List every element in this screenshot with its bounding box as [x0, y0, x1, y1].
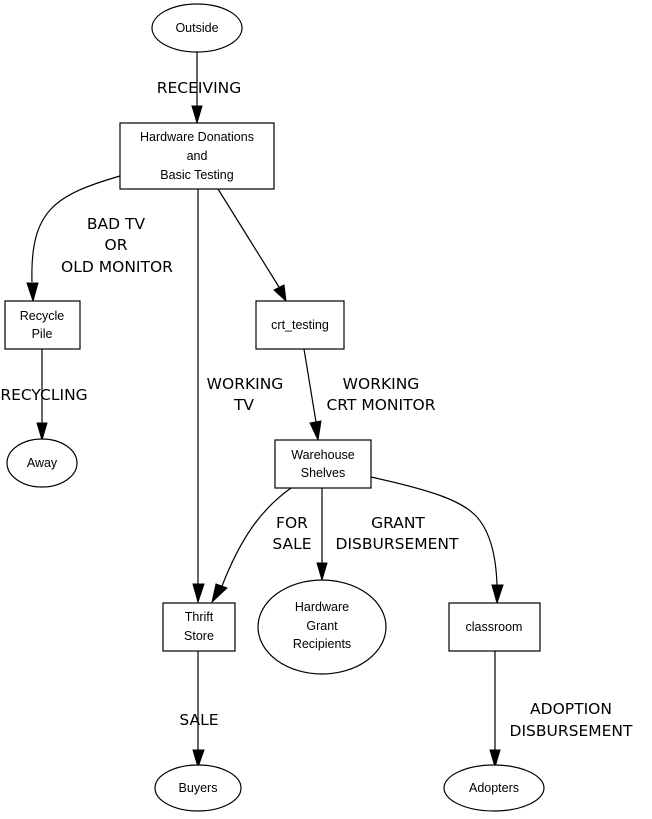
arrowhead	[491, 584, 504, 605]
edge-label-receiving: RECEIVING	[157, 79, 242, 97]
arrowhead	[192, 583, 205, 604]
arrowhead	[36, 422, 48, 442]
node-label: classroom	[466, 620, 523, 634]
edge-grant-disbursement	[316, 488, 328, 582]
node-classroom: classroom	[448, 602, 541, 652]
node-label-line2: Grant	[306, 619, 338, 633]
node-label: Buyers	[179, 781, 218, 795]
edge-sale	[192, 651, 205, 769]
node-hardware-grant-recipients: Hardware Grant Recipients	[257, 579, 387, 675]
edge-label-bad-tv-line1: BAD TV	[87, 215, 146, 233]
node-crt-testing: crt_testing	[255, 300, 345, 350]
node-label-line1: Warehouse	[291, 448, 355, 462]
node-adopters: Adopters	[443, 764, 545, 812]
arrowhead	[191, 105, 203, 125]
edge-label-bad-tv-line2: OR	[105, 236, 128, 254]
node-label-line1: Recycle	[20, 309, 65, 323]
edge-for-sale	[211, 487, 292, 604]
node-label: Outside	[175, 21, 218, 35]
node-label-line3: Recipients	[293, 637, 351, 651]
node-label-line1: Hardware Donations	[140, 130, 254, 144]
arrowhead	[192, 749, 205, 769]
edge-label-adoption-line2: DISBURSEMENT	[510, 722, 633, 740]
node-buyers: Buyers	[154, 764, 242, 812]
node-label: Adopters	[469, 781, 519, 795]
arrowhead	[273, 284, 287, 303]
edge-to-crt-testing	[217, 188, 287, 303]
node-label-line2: Store	[184, 629, 214, 643]
edge-label-recycling: RECYCLING	[0, 386, 87, 404]
node-label-line2: Shelves	[301, 466, 345, 480]
node-warehouse-shelves: Warehouse Shelves	[274, 439, 372, 489]
node-hardware-donations: Hardware Donations and Basic Testing	[119, 122, 275, 190]
edge-label-adoption-line1: ADOPTION	[530, 700, 612, 718]
edge-label-for-sale-line1: FOR	[276, 514, 308, 532]
node-outside: Outside	[151, 3, 243, 53]
node-label-line3: Basic Testing	[160, 168, 233, 182]
arrowhead	[26, 282, 39, 303]
node-away: Away	[6, 438, 78, 488]
node-thrift-store: Thrift Store	[162, 602, 236, 652]
node-label-line1: Thrift	[185, 610, 214, 624]
edge-label-for-sale-line2: SALE	[272, 535, 311, 553]
edge-label-sale: SALE	[179, 711, 218, 729]
arrowhead	[309, 420, 322, 442]
node-recycle-pile: Recycle Pile	[4, 300, 81, 350]
arrowhead	[316, 562, 328, 582]
node-label-line2: Pile	[32, 327, 53, 341]
edge-label-grant-line2: DISBURSEMENT	[336, 535, 459, 553]
edge-label-working-crt-line2: CRT MONITOR	[326, 396, 435, 414]
edge-label-bad-tv-line3: OLD MONITOR	[61, 258, 173, 276]
edge-working-tv	[192, 189, 205, 604]
edge-label-working-tv-line1: WORKING	[207, 375, 284, 393]
edge-label-grant-line1: GRANT	[371, 514, 425, 532]
node-label-line1: Hardware	[295, 600, 349, 614]
node-label: crt_testing	[271, 318, 329, 332]
edge-to-classroom	[370, 476, 504, 605]
edge-receiving	[191, 52, 203, 125]
arrowhead	[211, 583, 228, 604]
edge-label-working-tv-line2: TV	[233, 396, 254, 414]
edge-working-crt	[303, 348, 322, 442]
edge-label-working-crt-line1: WORKING	[343, 375, 420, 393]
node-label: Away	[27, 456, 58, 470]
edge-bad-tv	[26, 175, 121, 303]
arrowhead	[489, 749, 501, 769]
edge-adoption-disbursement	[489, 651, 501, 769]
node-label-line2: and	[187, 149, 208, 163]
edge-recycling	[36, 349, 48, 442]
